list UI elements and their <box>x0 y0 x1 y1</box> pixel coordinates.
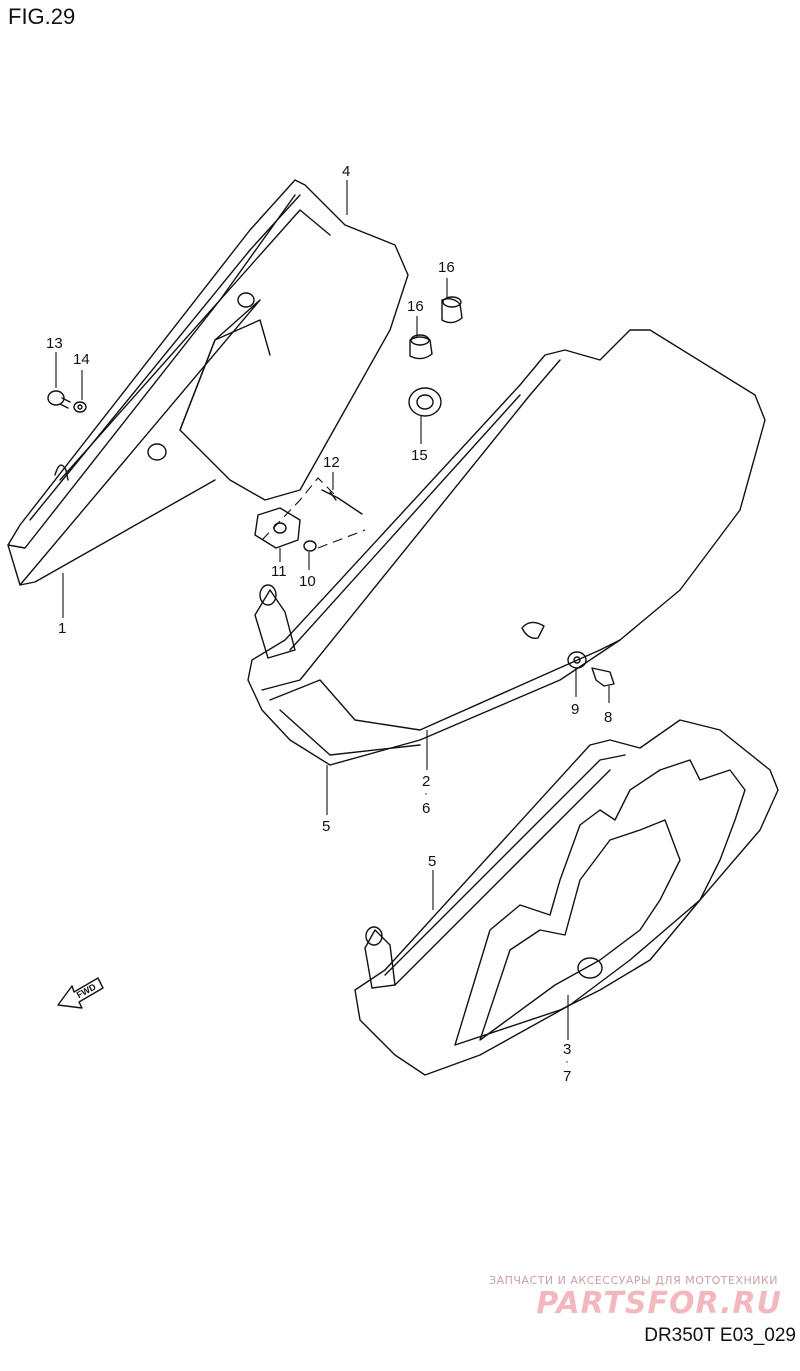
label-part-5-middle: 5 <box>322 818 330 835</box>
label-part-16-mid: 16 <box>407 298 424 315</box>
label-part-15: 15 <box>411 447 428 464</box>
bolt-8 <box>591 667 615 687</box>
label-part-3: 3 <box>563 1041 571 1058</box>
label-part-16-top: 16 <box>438 259 455 276</box>
fwd-arrow-icon: FWD <box>57 977 104 1009</box>
label-part-9: 9 <box>571 701 579 718</box>
side-cover-lower <box>354 719 779 1076</box>
side-cover-middle <box>247 329 766 766</box>
grommet-15 <box>408 387 442 417</box>
label-part-6: 6 <box>422 800 430 817</box>
nut-11 <box>254 507 301 549</box>
label-dot-2-6: · <box>424 786 428 800</box>
watermark-logo: PARTSFOR.RU <box>536 1286 782 1321</box>
washer-14 <box>73 401 87 413</box>
grommet-16b <box>409 334 433 360</box>
washer-10 <box>303 540 317 552</box>
label-part-4: 4 <box>342 163 350 180</box>
bolt-13 <box>47 390 71 409</box>
label-dot-3-7: · <box>565 1054 569 1068</box>
washer-9 <box>567 651 587 669</box>
label-part-2: 2 <box>422 773 430 790</box>
label-part-7: 7 <box>563 1068 571 1085</box>
clip-12 <box>321 489 363 515</box>
diagram-code: DR350T E03_029 <box>644 1325 796 1346</box>
grommet-16a <box>441 296 463 324</box>
label-part-14: 14 <box>73 351 90 368</box>
label-part-10: 10 <box>299 573 316 590</box>
label-part-13: 13 <box>46 335 63 352</box>
label-part-5-lower: 5 <box>428 853 436 870</box>
side-cover-upper <box>7 179 409 586</box>
label-part-1: 1 <box>58 620 66 637</box>
label-part-12: 12 <box>323 454 340 471</box>
watermark-tagline: ЗАПЧАСТИ И АКСЕССУАРЫ ДЛЯ МОТОТЕХНИКИ <box>489 1274 778 1287</box>
label-part-8: 8 <box>604 709 612 726</box>
label-part-11: 11 <box>271 563 287 580</box>
figure-title: FIG.29 <box>8 4 76 29</box>
